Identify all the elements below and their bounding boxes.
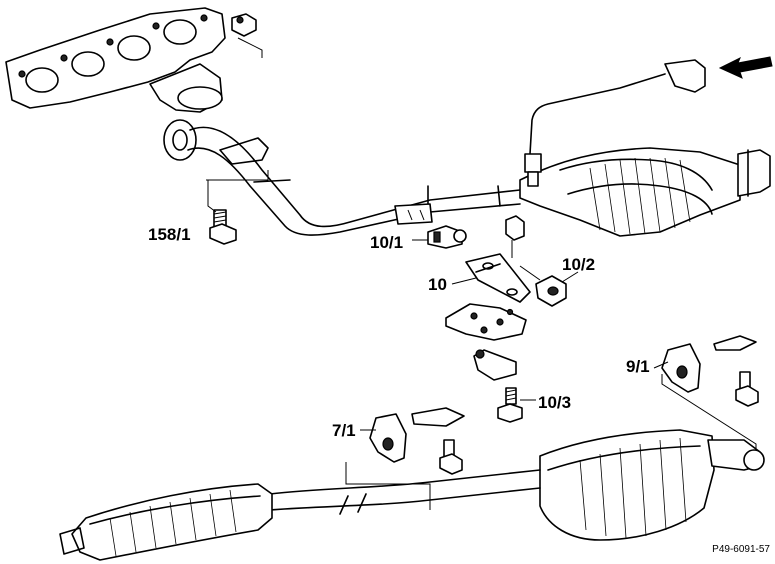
rubber-hanger-7-1 <box>369 407 465 475</box>
label-10-1: 10/1 <box>370 233 403 252</box>
strap-bracket-middle <box>473 349 517 381</box>
bolt-10-3 <box>497 387 523 423</box>
flange-gasket <box>163 119 197 161</box>
leader-10 <box>451 277 477 285</box>
mounting-plate <box>445 303 527 341</box>
nut-top <box>505 215 525 241</box>
rubber-hanger-9-1 <box>661 335 759 407</box>
front-exhaust-pipe <box>187 126 521 236</box>
bolt-158-1 <box>209 209 237 245</box>
leader-10-2 <box>561 271 579 283</box>
label-10-2: 10/2 <box>562 255 595 274</box>
clamp-10-1 <box>427 225 467 249</box>
rear-muffler <box>539 429 765 541</box>
reference-number: P49-6091-57 <box>712 544 770 555</box>
bracket-10 <box>465 253 531 303</box>
label-10: 10 <box>428 275 447 294</box>
catalytic-converters <box>519 147 771 237</box>
direction-arrow-icon <box>718 56 773 79</box>
rubber-mount-10-2 <box>535 275 567 307</box>
label-158-1: 158/1 <box>148 225 191 244</box>
label-9-1: 9/1 <box>626 357 650 376</box>
intermediate-pipe <box>269 469 541 515</box>
pipe-bracket <box>394 203 433 225</box>
label-10-3: 10/3 <box>538 393 571 412</box>
exhaust-manifold <box>5 7 226 113</box>
leader-9-1 <box>653 361 669 369</box>
center-resonator <box>59 483 273 561</box>
manifold-nut <box>231 13 257 37</box>
oxygen-sensor <box>524 59 706 187</box>
label-7-1: 7/1 <box>332 421 356 440</box>
